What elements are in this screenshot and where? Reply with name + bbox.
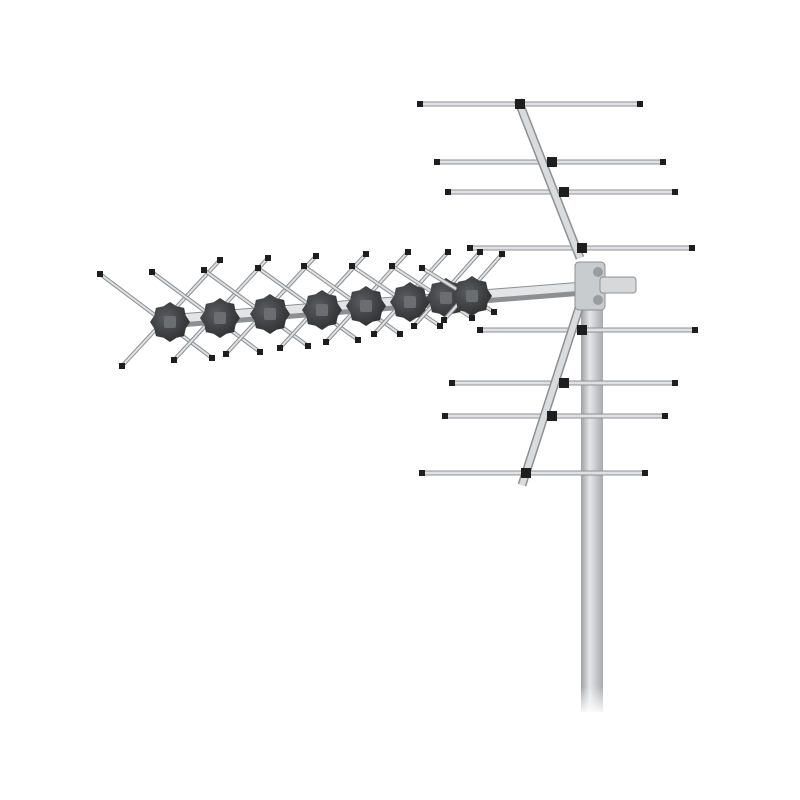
boom <box>97 249 591 369</box>
rod-cap <box>467 245 473 251</box>
director-disc <box>302 290 342 330</box>
rod-cap <box>441 317 447 323</box>
director-disc <box>150 302 190 342</box>
rod-cap <box>371 331 377 337</box>
rod-cap <box>689 245 695 251</box>
rod-cap <box>255 265 261 271</box>
rod-cap <box>405 249 411 255</box>
reflector-clip <box>559 187 569 197</box>
rod-cap <box>419 470 425 476</box>
reflector-clip <box>547 411 557 421</box>
rod-cap <box>672 380 678 386</box>
rod-cap <box>305 343 311 349</box>
rod-cap <box>499 251 505 257</box>
reflector-clip <box>515 99 525 109</box>
rod-cap <box>491 309 497 315</box>
director-disc <box>346 286 386 326</box>
rod-cap <box>445 189 451 195</box>
director-disc <box>390 282 430 322</box>
reflector-clip <box>577 325 587 335</box>
reflector-clip <box>559 378 569 388</box>
rod-cap <box>434 159 440 165</box>
rod-cap <box>323 339 329 345</box>
rod-cap <box>445 249 451 255</box>
rod-cap <box>397 331 403 337</box>
rod-cap <box>417 101 423 107</box>
rod-cap <box>692 327 698 333</box>
mast-clamp <box>574 261 637 311</box>
rod-cap <box>257 349 263 355</box>
rod-cap <box>442 413 448 419</box>
rod-cap <box>149 269 155 275</box>
rod-cap <box>277 345 283 351</box>
rod-cap <box>301 263 307 269</box>
rod-cap <box>97 271 103 277</box>
rod-cap <box>449 380 455 386</box>
rod-cap <box>642 470 648 476</box>
rod-cap <box>437 323 443 329</box>
rod-cap <box>637 101 643 107</box>
reflector <box>417 98 698 487</box>
rod-cap <box>660 159 666 165</box>
reflector-clip <box>577 243 587 253</box>
rod-cap <box>217 257 223 263</box>
rod-cap <box>477 327 483 333</box>
director-disc <box>452 276 492 316</box>
rod-cap <box>171 357 177 363</box>
rod-cap <box>389 263 395 269</box>
director-disc <box>200 298 240 338</box>
rod-cap <box>672 189 678 195</box>
rod-cap <box>419 265 425 271</box>
rod-cap <box>201 267 207 273</box>
rod-cap <box>349 263 355 269</box>
rod-cap <box>363 251 369 257</box>
rod-cap <box>662 413 668 419</box>
rod-cap <box>119 363 125 369</box>
reflector-clip <box>547 157 557 167</box>
rod-cap <box>355 337 361 343</box>
rod-cap <box>411 323 417 329</box>
rod-cap <box>265 255 271 261</box>
mast <box>578 262 606 715</box>
director-disc <box>250 294 290 334</box>
rod-cap <box>477 249 483 255</box>
rod-cap <box>209 355 215 361</box>
rod-cap <box>313 253 319 259</box>
rod-cap <box>223 351 229 357</box>
reflector-clip <box>521 468 531 478</box>
rod-cap <box>469 315 475 321</box>
